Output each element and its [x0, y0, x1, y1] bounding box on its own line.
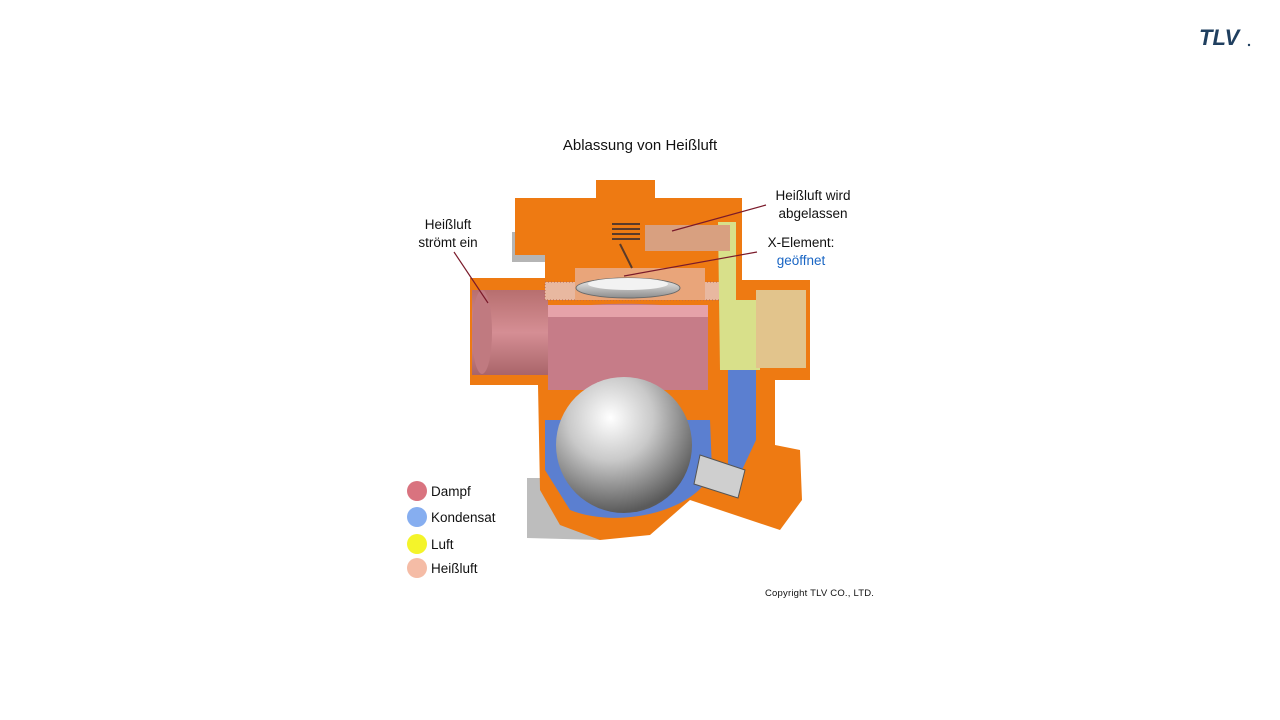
legend-label-condensate: Kondensat	[431, 509, 496, 525]
legend-swatch-air	[407, 534, 427, 554]
outlet-pipe-air	[718, 222, 760, 370]
callout-hot-air-inlet: Heißluft strömt ein	[404, 216, 492, 252]
legend-swatch-condensate	[407, 507, 427, 527]
bellows	[612, 223, 640, 269]
callout-x-element-label: X-Element:	[767, 235, 835, 250]
callout-x-element: X-Element: geöffnet	[754, 234, 848, 270]
copyright-notice: Copyright TLV CO., LTD.	[765, 588, 875, 599]
legend-item-steam: Dampf	[407, 480, 471, 502]
callout-hot-air-released: Heißluft wird abgelassen	[760, 187, 866, 223]
diagram-title: Ablassung von Heißluft	[562, 137, 718, 154]
legend-item-condensate: Kondensat	[407, 506, 496, 528]
x-element	[575, 268, 705, 300]
legend-label-hot-air: Heißluft	[431, 560, 478, 576]
callout-x-element-state: geöffnet	[776, 253, 826, 268]
callout-outlet-line1: Heißluft wird	[775, 188, 851, 203]
legend-label-steam: Dampf	[431, 483, 471, 499]
legend-item-air: Luft	[407, 533, 454, 555]
valve-stub	[693, 454, 746, 499]
callout-outlet-line2: abgelassen	[778, 206, 848, 221]
callout-inlet-line1: Heißluft	[424, 217, 472, 232]
condensate-outlet-channel	[728, 370, 756, 470]
steam-chamber	[548, 303, 708, 390]
float-ball	[556, 377, 692, 513]
legend-item-hot-air: Heißluft	[407, 557, 478, 579]
inlet-pipe-hot-air	[472, 290, 548, 375]
legend-swatch-hot-air	[407, 558, 427, 578]
leader-lines	[453, 204, 767, 304]
tlv-logo: TLV	[1199, 26, 1251, 48]
legend-label-air: Luft	[431, 536, 454, 552]
callout-inlet-line2: strömt ein	[418, 235, 478, 250]
tlv-logo-text: TLV	[1199, 26, 1242, 48]
legend-swatch-steam	[407, 481, 427, 501]
hot-air-outlet-channel	[645, 225, 730, 251]
